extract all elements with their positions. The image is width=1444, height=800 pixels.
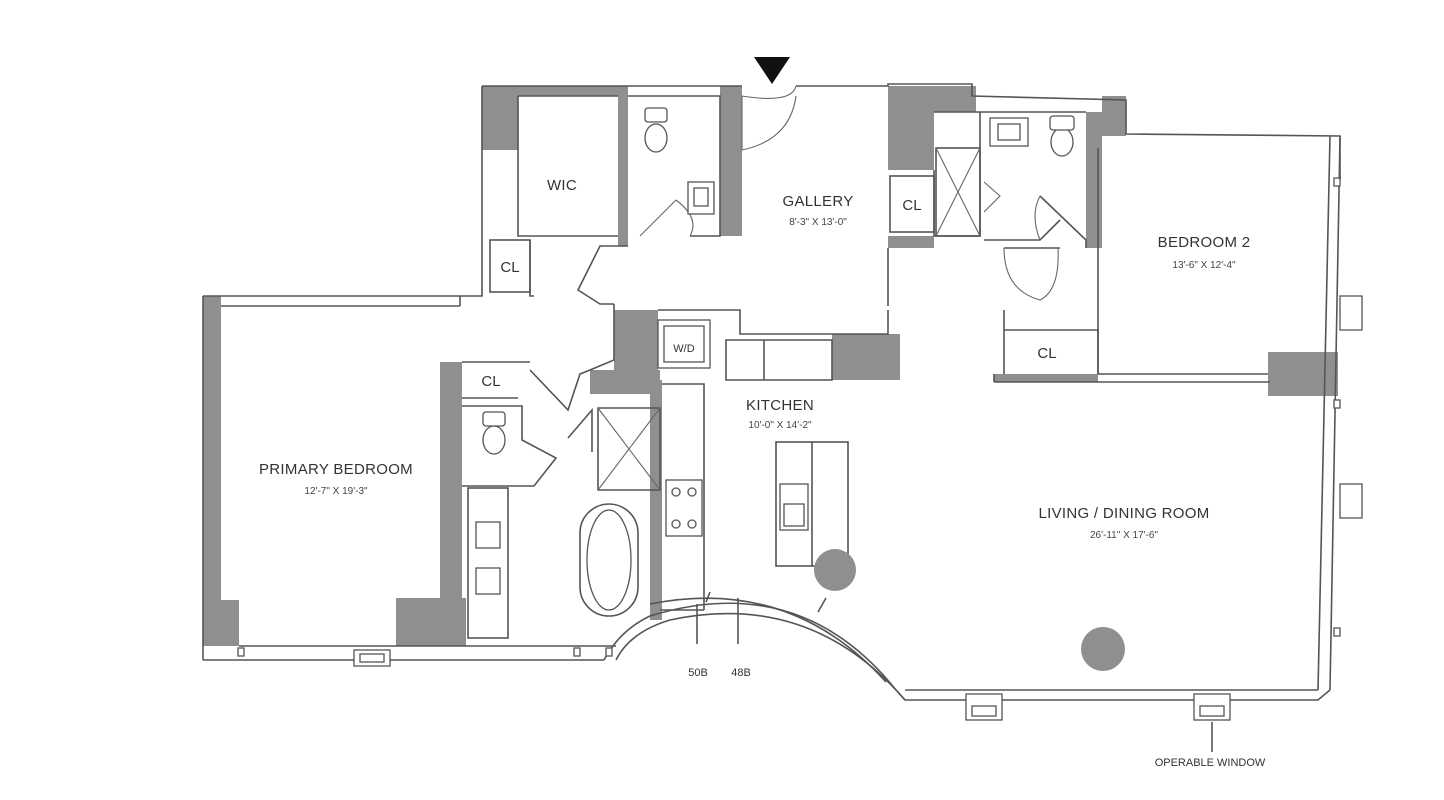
room-label-primary-bedroom: PRIMARY BEDROOM	[259, 461, 413, 478]
closet-label: CL	[500, 259, 519, 276]
outline-walls	[202, 83, 1341, 701]
sink-icon	[475, 567, 501, 595]
operable-window-note: OPERABLE WINDOW	[1155, 757, 1266, 769]
room-label-bedroom-2: BEDROOM 2	[1158, 234, 1251, 251]
closet-label: CL	[1037, 345, 1056, 362]
closet-label: CL	[902, 197, 921, 214]
fixtures	[237, 85, 1363, 752]
toilet-icon	[1050, 127, 1074, 157]
room-label-wic: WIC	[547, 177, 577, 194]
room-dims-kitchen: 10'-0" X 14'-2"	[748, 420, 812, 431]
room-dims-bedroom-2: 13'-6" X 12'-4"	[1172, 260, 1236, 271]
toilet-icon	[644, 123, 668, 153]
column-label-48b: 48B	[731, 667, 751, 679]
toilet-icon	[482, 425, 506, 455]
room-labels: WIC GALLERY 8'-3" X 13'-0" BEDROOM 2 13'…	[259, 177, 1266, 769]
window-icon	[1339, 483, 1363, 519]
cooktop-icon	[665, 479, 703, 537]
bathtub-icon	[586, 509, 632, 611]
room-label-kitchen: KITCHEN	[746, 397, 814, 414]
closet-label: CL	[481, 373, 500, 390]
room-dims-gallery: 8'-3" X 13'-0"	[789, 217, 847, 228]
round-table	[814, 549, 856, 591]
round-table	[1081, 627, 1125, 671]
window-icon	[1339, 295, 1363, 331]
room-label-living-dining: LIVING / DINING ROOM	[1038, 505, 1209, 522]
walls	[203, 86, 1338, 646]
washer-dryer-label: W/D	[673, 343, 694, 355]
room-label-gallery: GALLERY	[782, 193, 853, 210]
entry-arrow-icon	[754, 57, 790, 84]
column-label-50b: 50B	[688, 667, 708, 679]
room-dims-living-dining: 26'-11" X 17'-6"	[1090, 530, 1158, 541]
sink-icon	[475, 521, 501, 549]
room-dims-primary-bedroom: 12'-7" X 19'-3"	[304, 486, 368, 497]
